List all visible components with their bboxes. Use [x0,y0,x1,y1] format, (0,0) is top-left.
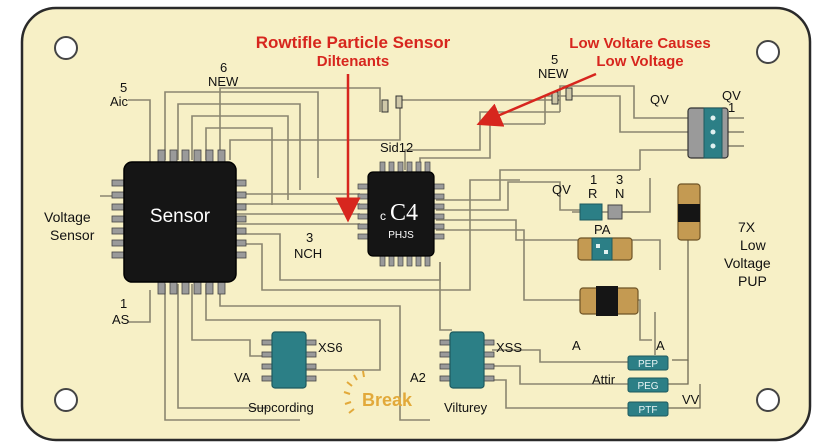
label-pin1: 1 [120,296,127,311]
label-n-num: 3 [616,172,623,187]
mounting-hole-bottom-left [54,388,78,412]
label-pa: PA [594,222,611,237]
inductor-component [579,286,639,316]
mounting-hole-top-left [54,36,78,60]
label-qv-mid: QV [552,182,571,197]
sensor-chip-pins [111,149,247,295]
label-new-left: NEW [208,74,239,89]
label-attir: Attir [592,372,616,387]
label-xss: XSS [496,340,522,355]
led-component-3: PTF [627,401,669,417]
led-2-label: PEG [637,381,658,392]
label-low: Low [740,237,767,253]
label-sid12: Sid12 [380,140,413,155]
led-3-label: PTF [639,405,658,416]
label-n: N [615,186,624,201]
label-va: VA [234,370,251,385]
label-new-right: NEW [538,66,569,81]
top-connectors [381,87,573,113]
label-qv-right-num: 1 [728,100,735,115]
annotation-warning-line1: Low Voltare Causes [569,35,710,52]
label-voltage-sensor-line1: Voltage [44,209,91,225]
sensor-chip-body [123,161,237,283]
label-supcording: Supcording [248,400,314,415]
label-voltage: Voltage [724,255,771,271]
label-qv-top: QV [650,92,669,107]
label-vilturey: Vilturey [444,400,488,415]
label-voltage-sensor-line2: Sensor [50,227,95,243]
label-pin3: 3 [306,230,313,245]
label-top5: 5 [551,52,558,67]
sensor-chip: Sensor [111,149,247,295]
led-1-label: PEP [638,359,658,370]
annotation-title-line1: Rowtifle Particle Sensor [256,33,451,52]
sensor-chip-label: Sensor [150,206,211,227]
ic-xss [439,331,495,389]
label-qv-right: QV [722,88,741,103]
break-logo: Break [343,370,413,414]
c4-chip-label: C4 [390,200,418,226]
mounting-hole-top-right [756,40,780,64]
c4-chip-pins [357,161,445,267]
label-r: R [588,186,597,201]
label-xs6: XS6 [318,340,343,355]
small-resistors [572,203,640,221]
pa-component [577,237,633,261]
label-a2: A2 [410,370,426,385]
c4-chip-body [367,171,435,257]
label-a-left: A [572,338,581,353]
c4-chip: c C4 PHJS [357,161,445,267]
label-7x: 7X [738,219,756,235]
annotation-title-line2: Diltenants [317,53,390,70]
led-component-2: PEG [627,377,669,393]
label-a-right: A [656,338,665,353]
c4-chip-prefix: c [380,209,386,223]
c4-chip-sublabel: PHJS [388,230,414,241]
ic-xs6 [261,331,317,389]
annotation-warning-line2: Low Voltage [596,53,683,70]
sun-icon [343,370,365,414]
label-pin5: 5 [120,80,127,95]
label-r-num: 1 [590,172,597,187]
label-pup: PUP [738,273,767,289]
mounting-hole-bottom-right [756,388,780,412]
label-vv: VV [682,392,700,407]
led-component-1: PEP [627,355,669,371]
label-top6: 6 [220,60,227,75]
resistor-network [687,107,729,159]
label-nch: NCH [294,246,322,261]
annotation-arrow-diagonal [476,72,597,127]
vertical-diode [677,183,701,241]
label-aic: Aic [110,94,129,109]
break-logo-text: Break [362,390,413,410]
label-as: AS [112,312,130,327]
